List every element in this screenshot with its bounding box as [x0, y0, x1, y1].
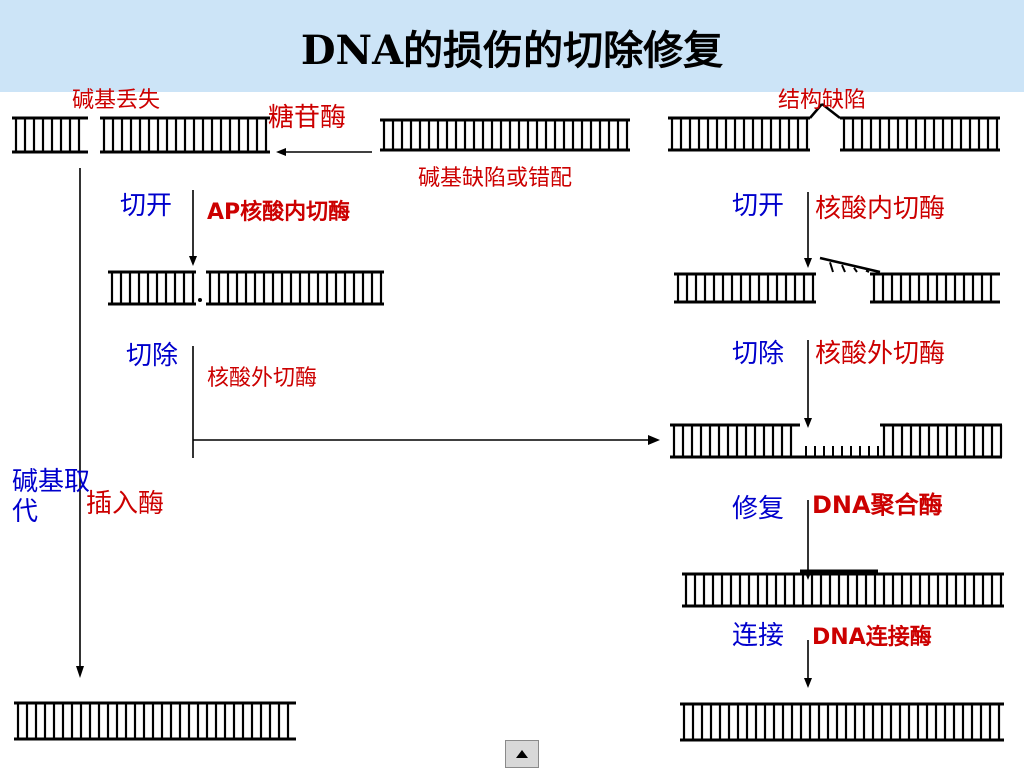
label-structural-defect: 结构缺陷 — [778, 88, 867, 113]
dna-ladder-left-result — [14, 701, 296, 741]
label-left-step-excise: 切除 — [126, 341, 179, 371]
dna-ladder-incised — [674, 272, 1000, 304]
arrow-right-incise-head — [804, 258, 812, 268]
label-left-exonuclease: 核酸外切酶 — [207, 366, 318, 391]
arrow-to-right-pathway-head — [648, 435, 660, 445]
label-dna-ligase: DNA连接酶 — [812, 625, 932, 650]
dna-ladder-final — [680, 702, 1004, 742]
arrow-glycosylase-head — [276, 148, 286, 156]
arrow-right-excise-head — [804, 418, 812, 428]
label-dna-polymerase: DNA聚合酶 — [812, 491, 943, 519]
dna-ladder-gap — [670, 423, 1003, 459]
title-band — [0, 0, 1024, 92]
up-triangle-icon — [516, 750, 528, 758]
incised-flap-base — [841, 264, 846, 273]
dna-ladder-structural-defect — [668, 116, 1000, 152]
label-ap-endonuclease: AP核酸内切酶 — [207, 200, 351, 225]
label-step-ligate: 连接 — [732, 621, 785, 651]
dna-ladder-defect-input — [380, 118, 630, 152]
arrow-right-ligate-head — [804, 678, 812, 688]
page-title: DNA的损伤的切除修复 — [300, 27, 724, 74]
label-right-step-incise: 切开 — [732, 191, 785, 221]
dna-ladder-base-loss — [12, 116, 270, 154]
structural-defect-bulge-left — [809, 103, 823, 119]
incised-flap — [819, 256, 881, 274]
label-base-substitution: 碱基取代 — [12, 467, 91, 527]
label-insertase: 插入酶 — [86, 489, 165, 519]
label-right-exonuclease: 核酸外切酶 — [815, 339, 946, 369]
structural-defect-bulge-right — [821, 103, 841, 119]
ap-site-dot — [198, 298, 202, 302]
dna-ladder-repaired — [682, 572, 1004, 608]
label-endonuclease: 核酸内切酶 — [815, 194, 946, 224]
label-glycosylase: 糖苷酶 — [268, 103, 347, 133]
label-left-step-incise: 切开 — [120, 191, 173, 221]
label-base-defect-or-mismatch: 碱基缺陷或错配 — [418, 166, 573, 191]
label-step-repair: 修复 — [732, 494, 785, 524]
incised-flap-base — [865, 269, 870, 273]
incised-flap-base — [829, 262, 834, 273]
arrow-left-incise-head — [189, 256, 197, 266]
incised-flap-base — [853, 267, 858, 273]
dna-ladder-ap-site — [108, 270, 384, 306]
arrow-base-substitution-head — [76, 666, 84, 678]
scroll-up-button[interactable] — [505, 740, 539, 768]
label-right-step-excise: 切除 — [732, 339, 785, 369]
label-base-loss: 碱基丢失 — [72, 88, 161, 113]
